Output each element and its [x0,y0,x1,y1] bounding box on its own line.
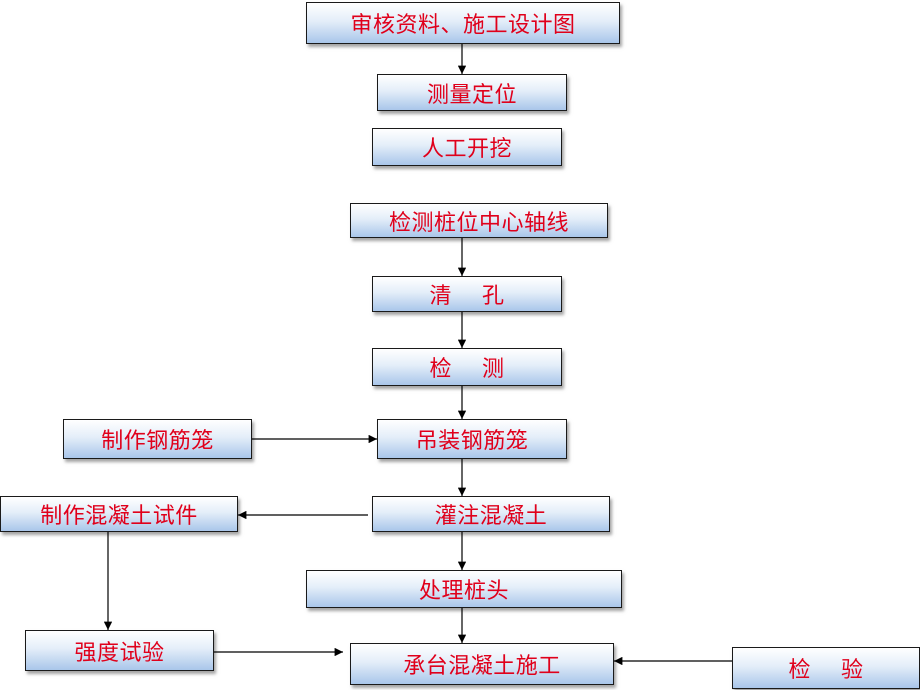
step-excavate: 人工开挖 [372,128,562,166]
step-survey: 测量定位 [377,74,567,111]
step-make-cage: 制作钢筋笼 [63,419,252,459]
step-review: 审核资料、施工设计图 [306,2,620,44]
step-inspect: 检 测 [372,348,562,386]
step-acceptance: 检 验 [732,647,920,689]
step-pile-head: 处理桩头 [306,570,622,608]
step-clean-hole: 清 孔 [372,276,562,312]
step-pour-concrete: 灌注混凝土 [372,496,610,532]
step-cap-construction: 承台混凝土施工 [350,643,614,685]
step-hoist-cage: 吊装钢筋笼 [377,419,567,459]
step-check-axis: 检测桩位中心轴线 [350,203,608,238]
step-strength-test: 强度试验 [25,630,214,671]
step-make-specimen: 制作混凝土试件 [0,496,238,532]
